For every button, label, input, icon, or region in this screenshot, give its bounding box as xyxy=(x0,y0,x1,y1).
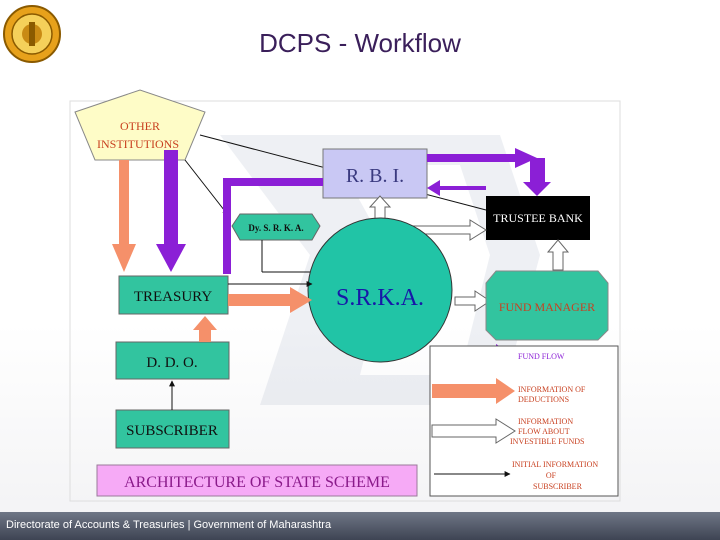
fund-flow-column-to-treasury xyxy=(223,186,231,274)
treasury-node xyxy=(118,275,229,315)
fund-flow-rbi-to-trustee xyxy=(427,148,537,168)
government-logo xyxy=(3,5,61,63)
legend-initial-info-2: OF xyxy=(546,471,557,480)
dy-srka-label: Dy. S. R. K. A. xyxy=(248,223,303,233)
legend-info-investible-3: INVESTIBLE FUNDS xyxy=(510,437,584,446)
other-to-dysrka-line xyxy=(184,159,229,216)
fund-flow-trustee-down xyxy=(523,158,551,196)
treasury-label: TREASURY xyxy=(134,289,213,305)
trustee-bank-label: TRUSTEE BANK xyxy=(493,211,583,225)
rbi-node xyxy=(322,148,428,199)
info-fundmanager-to-trustee xyxy=(546,239,570,271)
deduction-treasury-to-srka xyxy=(228,287,312,313)
fund-flow-trustee-to-rbi xyxy=(427,180,486,196)
other-institutions-node xyxy=(74,89,206,161)
legend-box xyxy=(429,345,619,497)
legend-initial-info-1: INITIAL INFORMATION xyxy=(512,460,598,469)
legend-info-deductions-2: DEDUCTIONS xyxy=(518,395,569,404)
legend-investible-arrow xyxy=(431,418,516,444)
trustee-bank-node xyxy=(486,196,590,240)
architecture-label: ARCHITECTURE OF STATE SCHEME xyxy=(124,474,390,491)
legend-info-investible-1: INFORMATION xyxy=(518,417,573,426)
dy-srka-node xyxy=(231,213,321,241)
ddo-node xyxy=(115,341,230,380)
fund-flow-other-to-treasury xyxy=(156,150,186,272)
footer-text: Directorate of Accounts & Treasuries | G… xyxy=(6,519,332,531)
ddo-label: D. D. O. xyxy=(146,355,197,371)
architecture-banner xyxy=(96,464,418,497)
fund-manager-label: FUND MANAGER xyxy=(499,300,595,314)
subscriber-label: SUBSCRIBER xyxy=(126,423,218,439)
rbi-label: R. B. I. xyxy=(346,165,404,187)
legend-info-deductions-1: INFORMATION OF xyxy=(518,385,586,394)
subscriber-node xyxy=(115,409,230,449)
slide-title: DCPS - Workflow xyxy=(259,28,461,58)
footer-bar xyxy=(0,512,720,540)
fund-manager-node xyxy=(485,270,609,341)
legend-fund-flow: FUND FLOW xyxy=(518,352,565,361)
fund-flow-rbi-bar xyxy=(223,178,323,186)
deduction-ddo-to-treasury xyxy=(193,316,217,342)
srka-label: S.R.K.A. xyxy=(336,285,424,311)
info-srka-to-fundmanager xyxy=(454,290,491,312)
srka-node xyxy=(307,217,453,363)
other-institutions-label-2: INSTITUTIONS xyxy=(97,137,179,151)
legend-info-investible-2: FLOW ABOUT xyxy=(518,427,570,436)
deduction-other-to-treasury xyxy=(112,160,136,272)
legend-deductions-arrow xyxy=(432,378,515,404)
other-institutions-label-1: OTHER xyxy=(120,119,160,133)
diagram-frame xyxy=(69,100,621,502)
legend-initial-info-3: SUBSCRIBER xyxy=(533,482,583,491)
